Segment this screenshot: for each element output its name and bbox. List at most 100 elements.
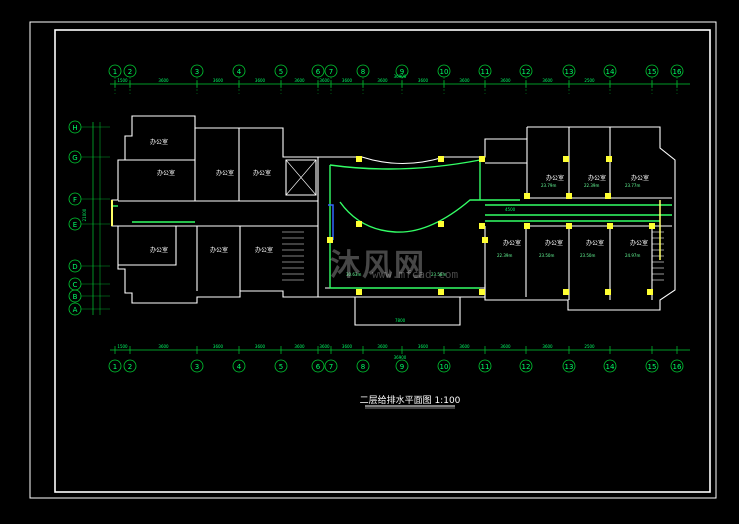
- dimension-text: 3600: [342, 78, 353, 83]
- room-area: 23.50m: [539, 253, 554, 258]
- axis-bubble: [670, 359, 684, 373]
- room-label: 办公室: [157, 169, 175, 177]
- axis-label: E: [73, 221, 77, 229]
- dimension-text: 3600: [500, 78, 511, 83]
- axis-label: 9: [400, 68, 404, 76]
- dimension-text: 2500: [584, 78, 595, 83]
- axis-label: 3: [195, 363, 199, 371]
- wall: [111, 115, 319, 304]
- axis-bubble: [311, 359, 325, 373]
- axis-label: B: [73, 293, 78, 301]
- axis-label: 16: [673, 68, 682, 76]
- structural-column: [605, 193, 611, 199]
- structural-column: [479, 289, 485, 295]
- structural-column: [438, 289, 444, 295]
- axis-label: G: [72, 154, 77, 162]
- axis-label: 13: [565, 68, 574, 76]
- room-area: 22.39m: [584, 183, 599, 188]
- axis-bubble: [274, 359, 288, 373]
- structural-column: [566, 193, 572, 199]
- axis-label: 12: [522, 363, 531, 371]
- axis-label: 15: [648, 363, 657, 371]
- wall: [354, 297, 461, 326]
- structural-column: [563, 156, 569, 162]
- axis-label: 6: [316, 363, 321, 371]
- axis-label: C: [73, 281, 78, 289]
- axis-bubble: [437, 359, 451, 373]
- structural-column: [479, 156, 485, 162]
- axis-label: 4: [237, 68, 242, 76]
- room-label: 办公室: [503, 239, 521, 247]
- room-label: 办公室: [588, 174, 606, 182]
- axis-label: 4: [237, 363, 242, 371]
- axis-label: H: [72, 124, 77, 132]
- water-pipe: [339, 199, 520, 233]
- drawing-outer-frame: [29, 21, 717, 499]
- dimension-total: 36900: [394, 355, 407, 360]
- dimension-text: 3600: [294, 344, 305, 349]
- room-label: 办公室: [253, 169, 271, 177]
- room-label: 办公室: [586, 239, 604, 247]
- structural-column: [482, 237, 488, 243]
- axis-label: 5: [279, 68, 283, 76]
- structural-column: [524, 193, 530, 199]
- axis-label: 11: [481, 68, 490, 76]
- axis-label: 7: [329, 68, 333, 76]
- wall: [318, 284, 486, 298]
- structural-column: [327, 237, 333, 243]
- dimension-text: 3600: [158, 78, 169, 83]
- axis-label: 15: [648, 68, 657, 76]
- structural-column: [479, 223, 485, 229]
- structural-column: [605, 289, 611, 295]
- wall: [118, 226, 177, 266]
- axis-bubble: [478, 359, 492, 373]
- structural-column: [566, 223, 572, 229]
- room-area: 23.79m: [541, 183, 556, 188]
- dimension-text: 3600: [459, 344, 470, 349]
- axis-bubble: [190, 359, 204, 373]
- axis-label: 2: [128, 363, 132, 371]
- axis-label: 5: [279, 363, 283, 371]
- axis-bubble: [562, 359, 576, 373]
- axis-bubble: [645, 359, 659, 373]
- axis-label: 10: [440, 68, 449, 76]
- wall: [318, 138, 528, 165]
- room-label: 办公室: [255, 246, 273, 254]
- room-area: 22.39m: [497, 253, 512, 258]
- room-area: 23.58m: [431, 272, 446, 277]
- dimension-text: 3600: [377, 344, 388, 349]
- room-label: 办公室: [150, 138, 168, 146]
- dimension-text: 3600: [213, 78, 224, 83]
- axis-label: 12: [522, 68, 531, 76]
- watermark-logo: 沐风网: [330, 248, 426, 283]
- dimension-total-left: 21000: [82, 208, 87, 221]
- elevator-cross: [285, 159, 317, 196]
- room-label: 办公室: [216, 169, 234, 177]
- walls-layer: [111, 115, 676, 326]
- pipe-layer: [111, 159, 672, 289]
- wall: [484, 126, 676, 311]
- axis-bubble: [603, 359, 617, 373]
- room-area: 30.63m: [346, 272, 361, 277]
- room-area: 23.77m: [625, 183, 640, 188]
- axis-label: D: [72, 263, 77, 271]
- axis-bubble: [232, 359, 246, 373]
- room-label: 办公室: [150, 246, 168, 254]
- structural-column: [649, 223, 655, 229]
- room-label: 办公室: [545, 239, 563, 247]
- dimension-text: 1500: [117, 78, 128, 83]
- axis-label: 13: [565, 363, 574, 371]
- structural-column: [524, 223, 530, 229]
- axis-label: A: [73, 306, 78, 314]
- axis-label: 8: [361, 68, 365, 76]
- axis-label: 1: [113, 363, 117, 371]
- axis-label: 10: [440, 363, 449, 371]
- dimension-text: 3600: [542, 344, 553, 349]
- dimension-text: 3600: [418, 78, 429, 83]
- structural-column: [563, 289, 569, 295]
- axis-label: 1: [113, 68, 117, 76]
- water-pipe: [329, 159, 481, 170]
- axis-label: F: [73, 196, 77, 204]
